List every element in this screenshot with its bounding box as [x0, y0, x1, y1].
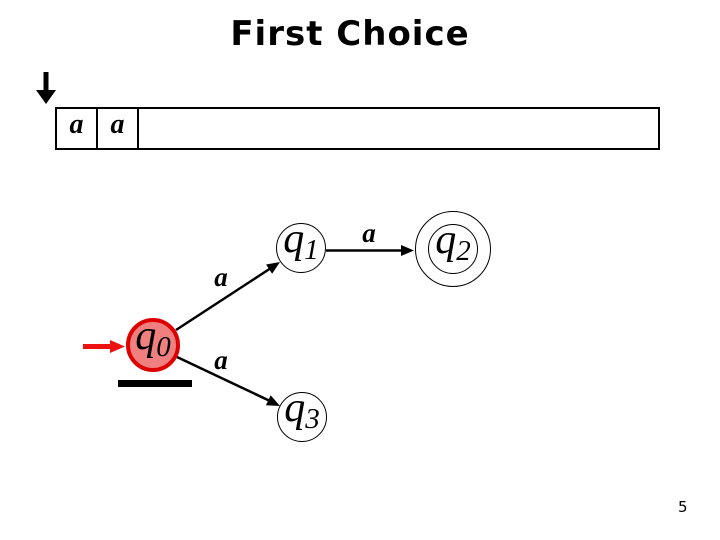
- tape-head-arrow-icon: [36, 72, 56, 104]
- state-q2-label: q2: [435, 216, 471, 267]
- state-q1-symbol: q: [283, 216, 305, 262]
- tape-empty-region: [139, 109, 658, 148]
- state-q0-label: q0: [135, 312, 171, 363]
- state-q0-symbol: q: [135, 313, 157, 359]
- tape-cell-2: a: [98, 109, 139, 148]
- state-q3: q3: [277, 385, 327, 442]
- input-tape: a a: [55, 107, 660, 150]
- transition-arrow-q0-q1: [175, 262, 280, 332]
- transition-arrow-q0-q3: [176, 355, 280, 406]
- transition-label-q0-q3: a: [214, 345, 228, 375]
- state-q1-label: q1: [283, 215, 319, 266]
- page-number: 5: [678, 498, 688, 516]
- state-q1-subscript: 1: [304, 234, 319, 266]
- state-q3-subscript: 3: [305, 403, 320, 435]
- state-q2-subscript: 2: [456, 235, 471, 267]
- state-q0-subscript: 0: [156, 331, 171, 363]
- tape-symbol-2: a: [110, 109, 125, 140]
- current-state-marker: [118, 380, 192, 387]
- state-q3-symbol: q: [284, 385, 306, 431]
- state-q2: q2: [428, 217, 478, 274]
- state-q1: q1: [276, 216, 326, 273]
- transition-arrow-q1-q2: [326, 245, 414, 256]
- transition-label-q1-q2: a: [362, 218, 376, 248]
- page-title: First Choice: [230, 14, 470, 54]
- state-q0: q0: [126, 313, 180, 372]
- start-arrow-icon: [83, 340, 125, 353]
- state-q2-accepting-ring: q2: [415, 211, 491, 287]
- tape-cell-1: a: [57, 109, 98, 148]
- transition-label-q0-q1: a: [214, 262, 228, 292]
- state-q3-label: q3: [284, 384, 320, 435]
- tape-symbol-1: a: [69, 109, 84, 140]
- state-q2-symbol: q: [435, 217, 457, 263]
